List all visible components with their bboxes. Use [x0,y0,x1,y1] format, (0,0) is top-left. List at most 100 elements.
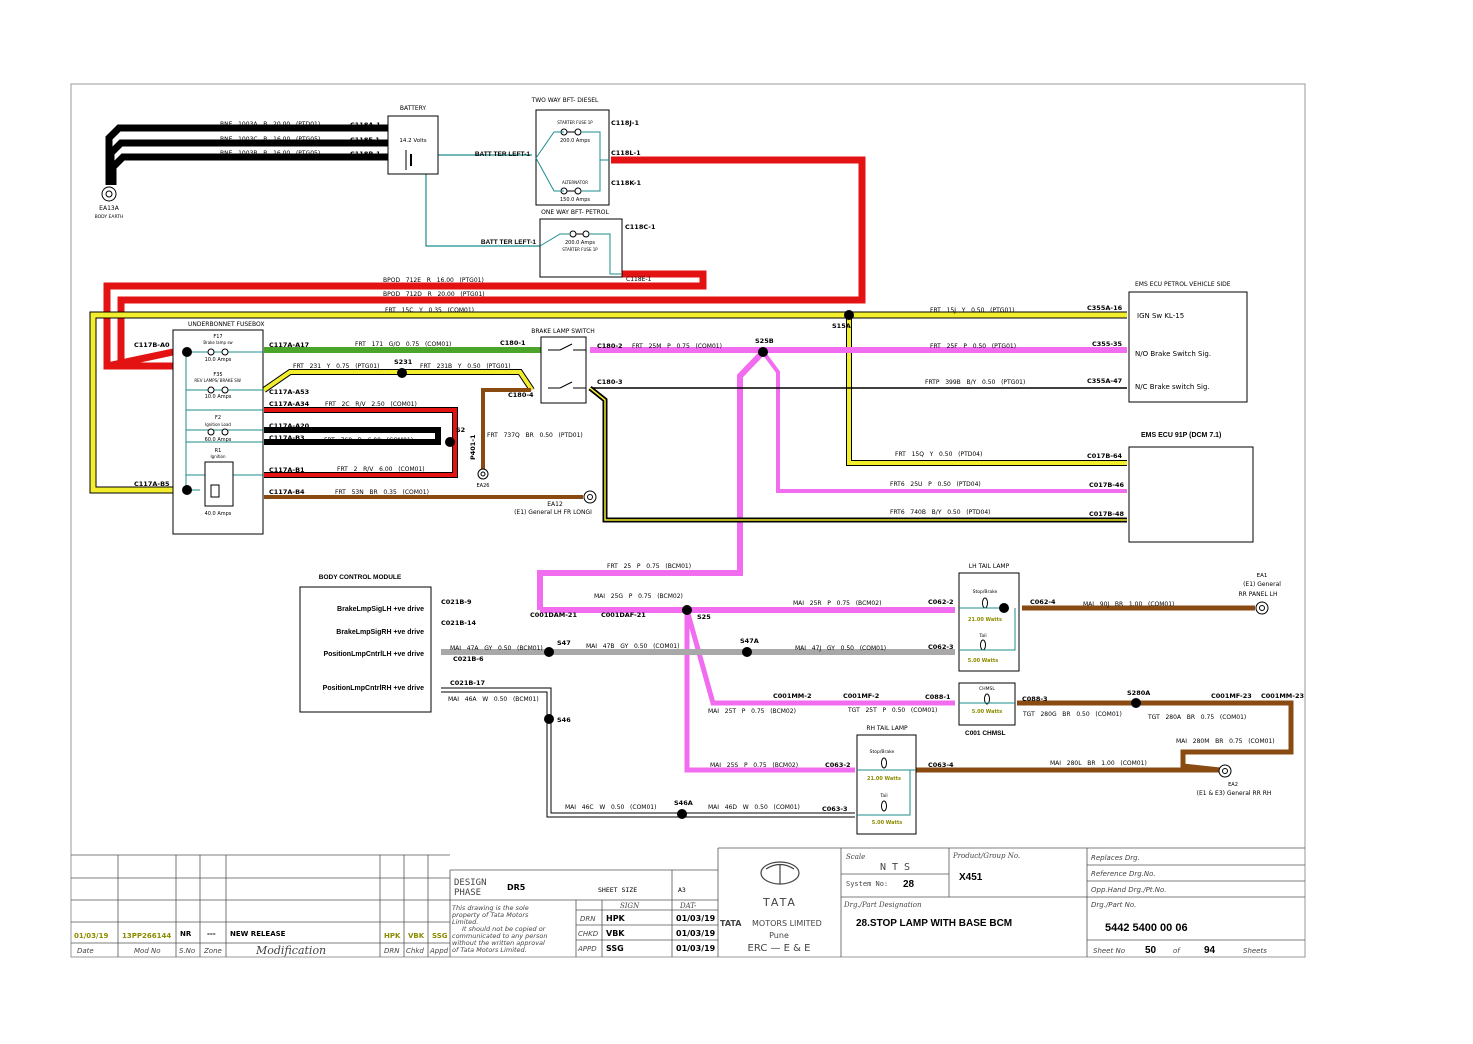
rh-tail-lamp: RH TAIL LAMP Stop/Brake 21.00 Watts Tail… [856,725,917,835]
label-25g: MAI 25G P 0.75 (BCM02) [594,593,683,600]
header-sno: S.No [179,947,195,955]
splice-s47a-label: S47A [740,637,759,645]
fuse-f2-desc: Ignition Load [205,422,231,427]
splice-s47-label: S47 [557,639,571,647]
conn-c118e1: C118E-1 [626,276,652,283]
splice-s15a [844,310,854,320]
company-dept: ERC — E & E [748,943,811,954]
ground-ea12-icon [583,490,597,504]
chmsl-title: CHMSL [979,686,995,692]
conn-c021b9: C021B-9 [441,598,472,606]
fuse-f17-id: F17 [213,334,222,340]
appd-by: SSG [606,944,624,953]
ground-ea2-icon [1218,764,1232,778]
brake-switch-title: BRAKE LAMP SWITCH [531,328,595,335]
label-46a: MAI 46A W 0.50 (BCM01) [448,696,539,703]
battery: BATTERY 14.2 Volts [387,105,439,175]
label-231b: FRT 231B Y 0.50 (PTG01) [420,363,511,370]
chmsl-lamp: CHMSL 5.00 Watts C001 CHMSL [958,682,1016,737]
splice-s25b-label: S25B [755,337,774,345]
header-mod-no: Mod No [134,947,161,955]
rh-tail-watts: 5.00 Watts [872,820,903,826]
conn-c118c1: C118C-1 [625,223,656,231]
one-way-amps: 200.0 Amps [565,240,595,246]
ems-ecu-petrol: EMS ECU PETROL VEHICLE SIDE IGN Sw KL-15… [1128,281,1248,403]
company-name: MOTORS LIMITED [752,919,822,928]
label-2: FRT 2 R/V 6.00 (COM01) [337,466,425,473]
chkd-date: 01/03/19 [676,929,716,938]
wire-280m [1180,700,1294,773]
ems-petrol-pin-no: N/O Brake Switch Sig. [1135,350,1211,358]
bcm-pin-brake-lh: BrakeLmpSigLH +ve drive [337,606,424,613]
conn-c118f1: C118F-1 [350,136,380,144]
ems-ecu-diesel: EMS ECU 91P (DCM 7.1) [1128,432,1254,543]
conn-c118b1: C118B-1 [350,150,381,158]
conn-c118k1: C118K-1 [611,179,642,187]
splice-s25b [758,347,768,357]
body-control-module: BODY CONTROL MODULE BrakeLmpSigLH +ve dr… [299,574,432,713]
label-171: FRT 171 G/O 0.75 (COM01) [355,341,451,348]
ground-ea13a-desc: BODY EARTH [95,214,124,220]
relay-r1-amps: 40.0 Amps [205,511,232,517]
company-city: Pune [769,931,789,940]
lh-tail-title: LH TAIL LAMP [969,563,1010,570]
conn-c117b-a0: C117B-A0 [134,341,170,349]
ems-petrol-title: EMS ECU PETROL VEHICLE SIDE [1135,281,1231,288]
chkd-by: VBK [606,929,625,938]
splice-s231 [397,368,407,378]
ground-ea13a-id: EA13A [99,205,120,212]
designation-label: Drg./Part Designation [843,901,922,909]
company-brand: TATA [720,919,742,928]
conn-c118l1: C118L-1 [611,149,641,157]
label-90j: MAI 90J BR 1.00 (COM01) [1083,601,1174,608]
header-modification: Modification [255,944,326,957]
splice-s46 [544,714,554,724]
label-712d: BPOD 712D R 20.00 (PTG01) [383,291,485,298]
label-280g: TGT 280G BR 0.50 (COM01) [1022,711,1122,718]
conn-c180-2: C180-2 [597,342,623,350]
alternator-amps: 150.0 Amps [560,197,590,203]
conn-c117a-b3: C117A-B3 [269,434,305,442]
conn-c088-1: C088-1 [925,693,951,701]
label-740b: FRT6 740B B/Y 0.50 (PTD04) [890,509,991,516]
conn-c021b14: C021B-14 [441,619,477,627]
splice-s46-label: S46 [557,716,571,724]
grounds: EA13A BODY EARTH EA26 EA12 (E1) General … [95,186,1281,797]
design-phase-label-1: DESIGN [454,878,487,888]
header-drn: DRN [384,947,400,955]
conn-c180-1: C180-1 [500,339,526,347]
ground-ea2-desc: (E1 & E3) General RR RH [1197,790,1272,797]
bcm-pin-pos-lh: PositionLmpCntrlLH +ve drive [323,651,424,658]
part-label: Drg./Part No. [1091,901,1136,909]
lh-tail-label: Tail [978,633,986,639]
lh-stop-label: Stop/Brake [973,589,998,595]
tata-wordmark: TATA [762,896,797,909]
header-date: Date [77,947,94,955]
relay-r1-id: R1 [215,448,222,454]
design-phase-value: DR5 [507,883,526,892]
splice-s46a [677,809,687,819]
chkd-label: CHKD [578,930,599,938]
ground-ea1-desc2: RR PANEL LH [1239,591,1278,598]
sheets-label: Sheets [1243,947,1267,955]
conn-c021b17: C021B-17 [450,679,485,687]
rev-date: 01/03/19 [74,932,108,940]
wires [89,124,1294,818]
splice-s46a-label: S46A [674,799,693,807]
label-737q: FRT 737Q BR 0.50 (PTD01) [487,432,583,439]
conn-c062-2: C062-2 [928,598,954,606]
splice-s47 [544,647,554,657]
wire-1003b [109,153,388,185]
label-15j: FRT 15J Y 0.50 (PTG01) [930,307,1014,314]
label-280m: MAI 280M BR 0.75 (COM01) [1176,738,1275,745]
one-way-bft-title: ONE WAY BFT- PETROL [541,209,609,216]
sheet-of: of [1173,947,1181,955]
header-chkd: Chkd [406,947,424,955]
note-line-5: communicated to any person [452,932,547,940]
rev-description: NEW RELEASE [230,930,286,938]
splice-fusebox-a0 [182,347,192,357]
label-46d: MAI 46D W 0.50 (COM01) [708,804,800,811]
conn-p401-1: P401-1 [469,434,477,460]
rev-sno: NR [180,930,192,938]
battery-value: 14.2 Volts [399,138,426,144]
